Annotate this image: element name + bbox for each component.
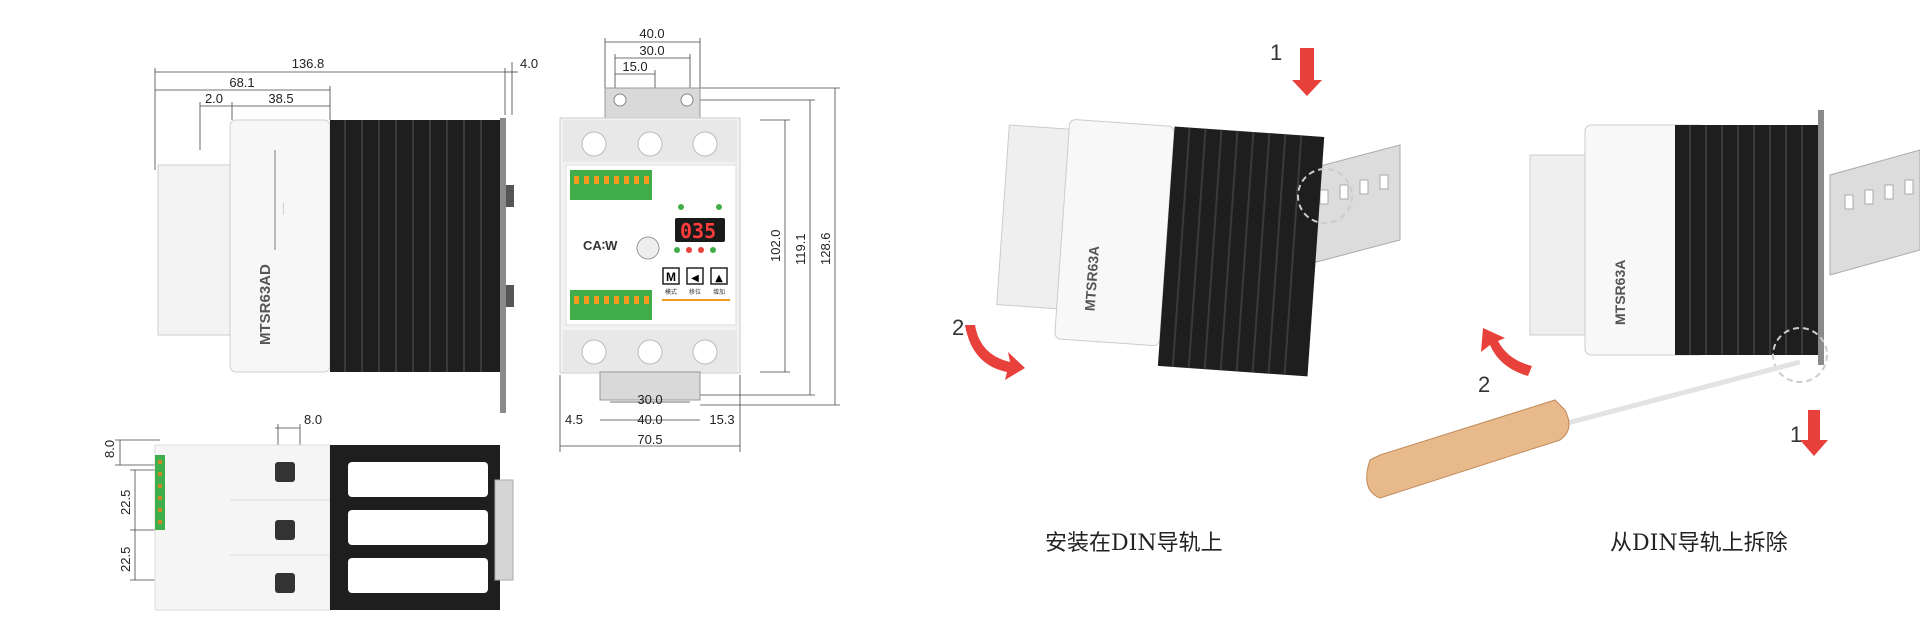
dim-side-total: 136.8 — [292, 56, 325, 71]
dim-front-top-mid: 30.0 — [639, 43, 664, 58]
dim-side-body: 68.1 — [229, 75, 254, 90]
dim-front-bottom-outer: 40.0 — [637, 412, 662, 427]
mode-button-glyph: M — [666, 270, 676, 284]
install-step-2: 2 — [952, 315, 964, 340]
dim-bottom-pitch: 8.0 — [304, 412, 322, 427]
led-display — [675, 218, 725, 242]
remove-arrow-rotate — [1481, 328, 1532, 376]
mode-button[interactable] — [662, 267, 680, 285]
mode-button-label: 模式 — [665, 288, 677, 296]
shift-button[interactable] — [686, 267, 704, 285]
remove-step-2: 2 — [1478, 372, 1490, 397]
remove-illustration: MTSR63A 1 2 从DIN导轨上拆除 — [1366, 110, 1920, 556]
remove-caption: 从DIN导轨上拆除 — [1610, 531, 1788, 556]
install-illustration: MTSR63A 1 2 安装在DIN导轨上 — [952, 40, 1401, 556]
dim-side-offset: 2.0 — [205, 91, 223, 106]
dim-front-bottom-mid: 30.0 — [637, 392, 662, 407]
remove-arrow-down — [1800, 410, 1828, 456]
led-display-value: 035 — [680, 219, 716, 243]
dim-front-height-total: 128.6 — [818, 232, 833, 265]
install-model-label: MTSR63A — [1082, 245, 1103, 311]
side-view: 136.8 4.0 68.1 2.0 38.5 MTSR63AD ······ — [154, 56, 538, 413]
svg-text:······: ······ — [281, 203, 287, 215]
bottom-terminal-strip — [155, 455, 165, 530]
dim-front-height-mid: 119.1 — [793, 233, 808, 265]
install-arrow-down — [1292, 48, 1322, 96]
up-button-label: 增加 — [713, 288, 725, 296]
dim-side-module: 38.5 — [268, 91, 293, 106]
dim-front-left-offset: 4.5 — [565, 412, 583, 427]
front-terminal-bottom — [570, 290, 652, 320]
up-button-glyph: ▲ — [715, 273, 723, 284]
up-button[interactable] — [710, 267, 728, 285]
remove-step-1: 1 — [1790, 422, 1802, 447]
dim-front-height-inner: 102.0 — [768, 229, 783, 262]
dim-front-right-offset: 15.3 — [709, 412, 734, 427]
shift-button-glyph: ◀ — [691, 273, 699, 284]
install-caption: 安装在DIN导轨上 — [1045, 531, 1223, 556]
dim-side-flange: 4.0 — [520, 56, 538, 71]
front-terminal-top — [570, 170, 652, 200]
bottom-view: 8.0 22.5 22.5 8.0 — [102, 412, 514, 611]
dim-front-top-inner: 15.0 — [622, 59, 647, 74]
install-arrow-rotate — [965, 325, 1025, 380]
dim-front-total-width: 70.5 — [637, 432, 662, 447]
front-view: 40.0 30.0 15.0 102.0 119.1 128.6 — [559, 26, 840, 452]
potentiometer-knob[interactable] — [636, 236, 660, 260]
remove-heatsink — [1675, 125, 1820, 355]
install-step-1: 1 — [1270, 40, 1282, 65]
dim-bottom-left: 8.0 — [102, 440, 117, 458]
install-heatsink — [1157, 126, 1325, 377]
remove-model-label: MTSR63A — [1612, 260, 1628, 325]
side-heatsink — [330, 120, 500, 372]
dim-front-top-outer: 40.0 — [639, 26, 664, 41]
dim-bottom-spacing-1: 22.5 — [118, 490, 133, 515]
screwdriver-handle — [1366, 399, 1570, 499]
shift-button-label: 移位 — [689, 288, 701, 296]
side-model-label: MTSR63AD — [257, 264, 274, 345]
dim-bottom-spacing-2: 22.5 — [118, 547, 133, 572]
brand-logo: CA∶W — [583, 238, 618, 253]
